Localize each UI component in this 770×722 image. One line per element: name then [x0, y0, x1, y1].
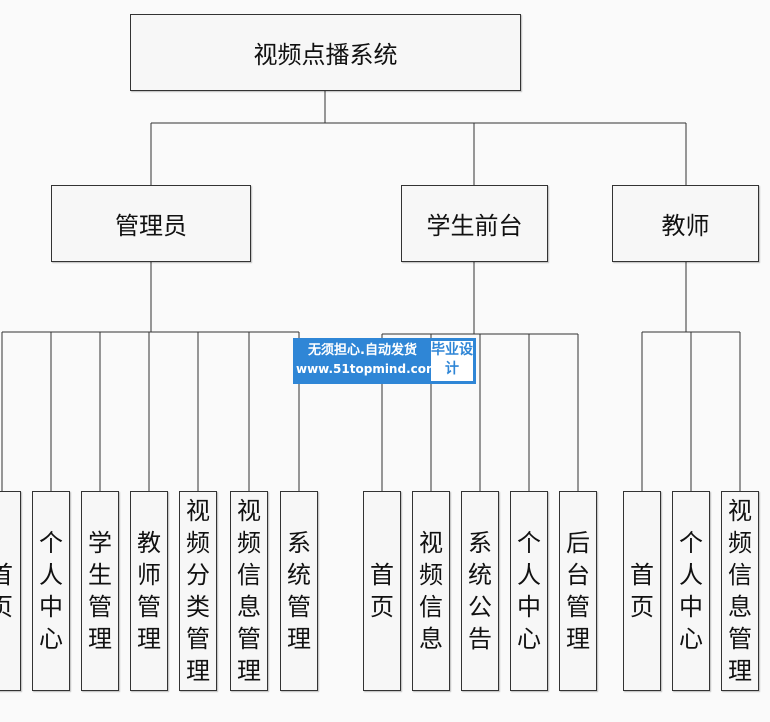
admin-child-home: 首页	[0, 491, 21, 691]
admin-child-profile: 个人中心	[32, 491, 70, 691]
student-child-label: 系统公告	[468, 529, 492, 653]
student-child-label: 个人中心	[517, 529, 541, 653]
student-child-profile: 个人中心	[510, 491, 548, 691]
student-child-home: 首页	[363, 491, 401, 691]
node-student-label: 学生前台	[426, 212, 523, 240]
node-teacher-label: 教师	[661, 212, 710, 240]
admin-child-label: 视频分类管理	[186, 497, 210, 685]
admin-child-video-category: 视频分类管理	[179, 491, 217, 691]
student-child-video-info: 视频信息	[412, 491, 450, 691]
student-child-label: 后台管理	[566, 529, 590, 653]
teacher-child-profile: 个人中心	[672, 491, 710, 691]
watermark-banner: 无须担心.自动发货 www.51topmind.com 毕业设计	[293, 338, 476, 384]
student-child-label: 首页	[370, 561, 394, 621]
admin-child-label: 个人中心	[39, 529, 63, 653]
teacher-child-video-info: 视频信息管理	[721, 491, 759, 691]
admin-child-teachers: 教师管理	[130, 491, 168, 691]
node-admin: 管理员	[51, 185, 251, 262]
admin-child-label: 系统管理	[287, 529, 311, 653]
admin-child-label: 首页	[0, 559, 14, 623]
teacher-child-label: 视频信息管理	[728, 497, 752, 685]
admin-child-system: 系统管理	[280, 491, 318, 691]
watermark-badge: 毕业设计	[431, 341, 473, 381]
root-label: 视频点播系统	[253, 41, 398, 69]
watermark-slogan: 无须担心.自动发货	[308, 343, 417, 358]
student-child-backend: 后台管理	[559, 491, 597, 691]
node-student-frontend: 学生前台	[401, 185, 548, 262]
node-teacher: 教师	[612, 185, 759, 262]
watermark-text: 无须担心.自动发货 www.51topmind.com	[296, 342, 439, 378]
teacher-child-label: 首页	[630, 561, 654, 621]
admin-child-label: 视频信息管理	[237, 497, 261, 685]
admin-child-label: 教师管理	[137, 529, 161, 653]
admin-child-video-info: 视频信息管理	[230, 491, 268, 691]
teacher-child-label: 个人中心	[679, 529, 703, 653]
root-node: 视频点播系统	[130, 14, 521, 91]
teacher-child-home: 首页	[623, 491, 661, 691]
student-child-announcement: 系统公告	[461, 491, 499, 691]
watermark-url: www.51topmind.com	[296, 362, 439, 376]
admin-child-students: 学生管理	[81, 491, 119, 691]
student-child-label: 视频信息	[419, 529, 443, 653]
node-admin-label: 管理员	[115, 212, 187, 240]
admin-child-label: 学生管理	[88, 529, 112, 653]
